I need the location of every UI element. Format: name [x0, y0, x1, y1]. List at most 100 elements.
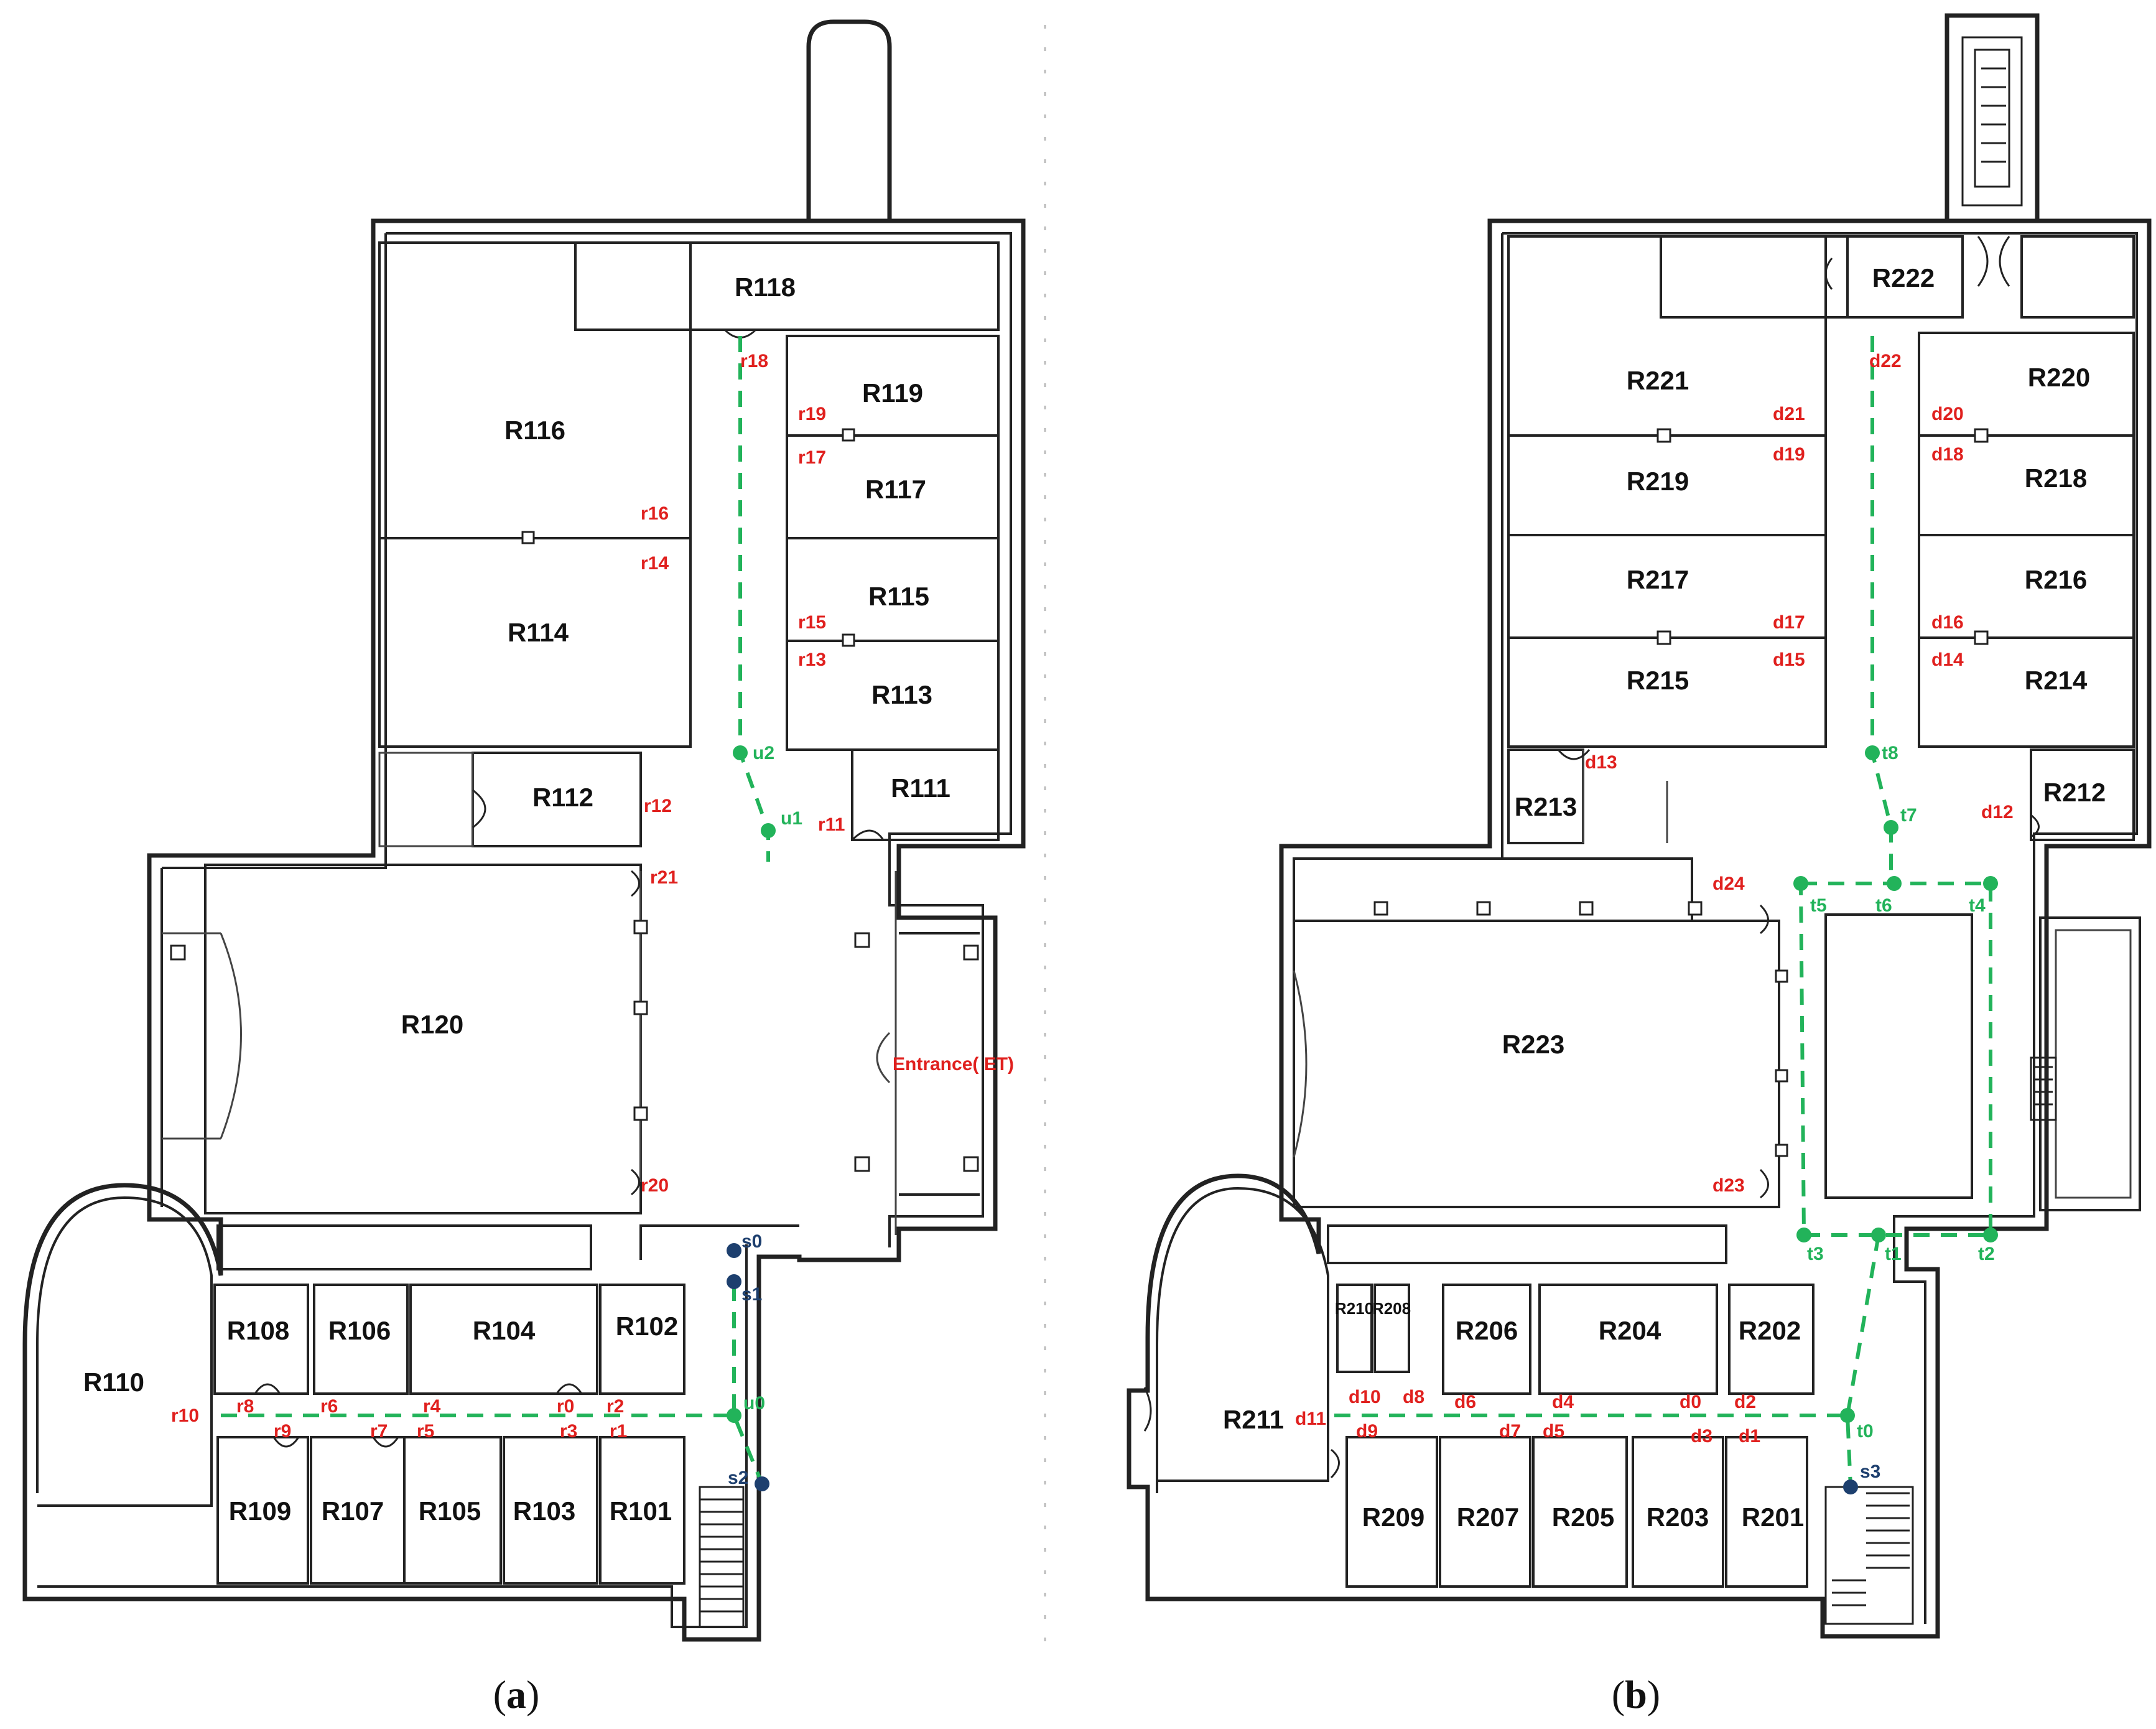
entrance-label: Entrance( ET): [893, 1054, 1014, 1074]
node-label: t8: [1882, 743, 1898, 763]
room-label: R223: [1502, 1030, 1564, 1059]
room-R105: [403, 1436, 502, 1585]
stair-label: s3: [1860, 1461, 1880, 1482]
node-label: t3: [1807, 1244, 1824, 1264]
node-label: u1: [781, 808, 802, 829]
door-label: d7: [1499, 1421, 1521, 1442]
room-R222: [1846, 235, 1964, 319]
room-label: R202: [1739, 1316, 1801, 1345]
room-label: R219: [1627, 467, 1689, 496]
room-R202: [1728, 1284, 1814, 1395]
door-label: d1: [1739, 1426, 1760, 1447]
door-label: r8: [236, 1396, 254, 1417]
room-label: R110: [83, 1368, 144, 1397]
stair-node: [755, 1476, 769, 1491]
path-node: [1796, 1228, 1811, 1242]
node-label: t1: [1885, 1244, 1902, 1264]
room-R102: [599, 1284, 685, 1395]
room-R214: [1918, 636, 2135, 748]
room-label: R115: [868, 582, 929, 611]
room-label: R207: [1457, 1503, 1519, 1532]
panel-a-floor-plan: [22, 19, 1026, 1642]
door-label: r16: [641, 503, 669, 524]
door-label: d9: [1356, 1421, 1378, 1442]
room-label: R113: [871, 680, 932, 709]
room-label: R220: [2028, 363, 2090, 392]
panel-b-door-labels: d22 d21 d20 d19 d18 d17 d16 d15 d14 d13 …: [1295, 351, 2014, 1447]
door-label: r5: [417, 1421, 434, 1442]
room-label: R216: [2025, 565, 2087, 594]
room-label: R217: [1627, 565, 1689, 594]
room-R101: [599, 1436, 685, 1585]
room-label: R116: [504, 416, 565, 445]
room-R203: [1632, 1436, 1724, 1588]
node-label: t6: [1875, 895, 1892, 916]
room-label: R218: [2025, 464, 2087, 493]
room-R211: [1156, 1186, 1329, 1493]
room-label: R120: [401, 1010, 463, 1039]
door-label: r11: [818, 814, 845, 835]
room-R104: [409, 1284, 598, 1395]
door-label: r21: [650, 867, 678, 888]
room-label: R105: [419, 1496, 481, 1526]
door-label: d20: [1931, 404, 1964, 424]
room-R109: [216, 1436, 309, 1585]
room-label: R111: [891, 773, 950, 803]
room-label: R214: [2025, 666, 2088, 695]
door-label: d23: [1712, 1175, 1745, 1196]
room-label: R106: [328, 1316, 391, 1345]
stairwell-b: [1824, 1486, 1914, 1625]
door-label: d22: [1869, 351, 1902, 371]
door-label: r19: [798, 404, 826, 424]
room-R223: [1294, 920, 1780, 1208]
door-label: r3: [560, 1421, 577, 1442]
stair-node: [727, 1274, 741, 1289]
path-node: [1884, 820, 1898, 835]
path-node: [727, 1408, 741, 1423]
door-label: r14: [641, 553, 669, 574]
door-label: r6: [320, 1396, 338, 1417]
room-label: R114: [508, 618, 569, 647]
caption-b: (b): [1612, 1672, 1660, 1717]
panel-a-door-labels: r18 r19 r17 r16 r14 r15 r13 r12 r11 r21 …: [171, 351, 845, 1442]
door-label: r1: [610, 1421, 627, 1442]
door-label: r17: [798, 447, 826, 468]
room-label: R215: [1627, 666, 1689, 695]
path-node: [1840, 1408, 1855, 1423]
room-R108: [213, 1284, 309, 1395]
room-label: R211: [1223, 1405, 1284, 1434]
path-node: [761, 823, 776, 838]
door-label: d0: [1680, 1392, 1701, 1412]
room-label: R119: [862, 378, 923, 408]
panel-b-room-labels: R222 R221 R220 R219 R218 R217 R216 R215 …: [1223, 263, 2106, 1532]
door-label: r0: [557, 1396, 574, 1417]
room-R116: [378, 241, 692, 539]
room-label: R102: [616, 1312, 678, 1341]
panel-a-node-labels: u2 u1 u0 s0 s1 s2: [728, 743, 802, 1488]
room-R103: [503, 1436, 598, 1585]
door-label: d2: [1734, 1392, 1756, 1412]
room-label: R117: [865, 475, 926, 504]
room-R201: [1725, 1436, 1808, 1588]
room-R208: [1373, 1284, 1410, 1373]
room-label: R209: [1362, 1503, 1424, 1532]
door-label: d10: [1349, 1387, 1381, 1407]
room-label: R205: [1552, 1503, 1614, 1532]
room-label: R118: [735, 273, 796, 302]
node-label: t2: [1978, 1244, 1995, 1264]
courtyard: [1824, 913, 1973, 1199]
room-R205: [1532, 1436, 1628, 1588]
node-label: u2: [753, 743, 774, 763]
node-label: u0: [743, 1393, 765, 1414]
room-label: R112: [532, 783, 593, 812]
door-label: d16: [1931, 612, 1964, 633]
room-label: R107: [322, 1496, 384, 1526]
door-label: r12: [644, 796, 672, 816]
door-label: r2: [606, 1396, 624, 1417]
room-label: R101: [610, 1496, 672, 1526]
node-label: t0: [1857, 1421, 1874, 1442]
path-node: [1793, 876, 1808, 891]
door-label: d11: [1295, 1409, 1326, 1429]
door-label: r9: [274, 1421, 291, 1442]
